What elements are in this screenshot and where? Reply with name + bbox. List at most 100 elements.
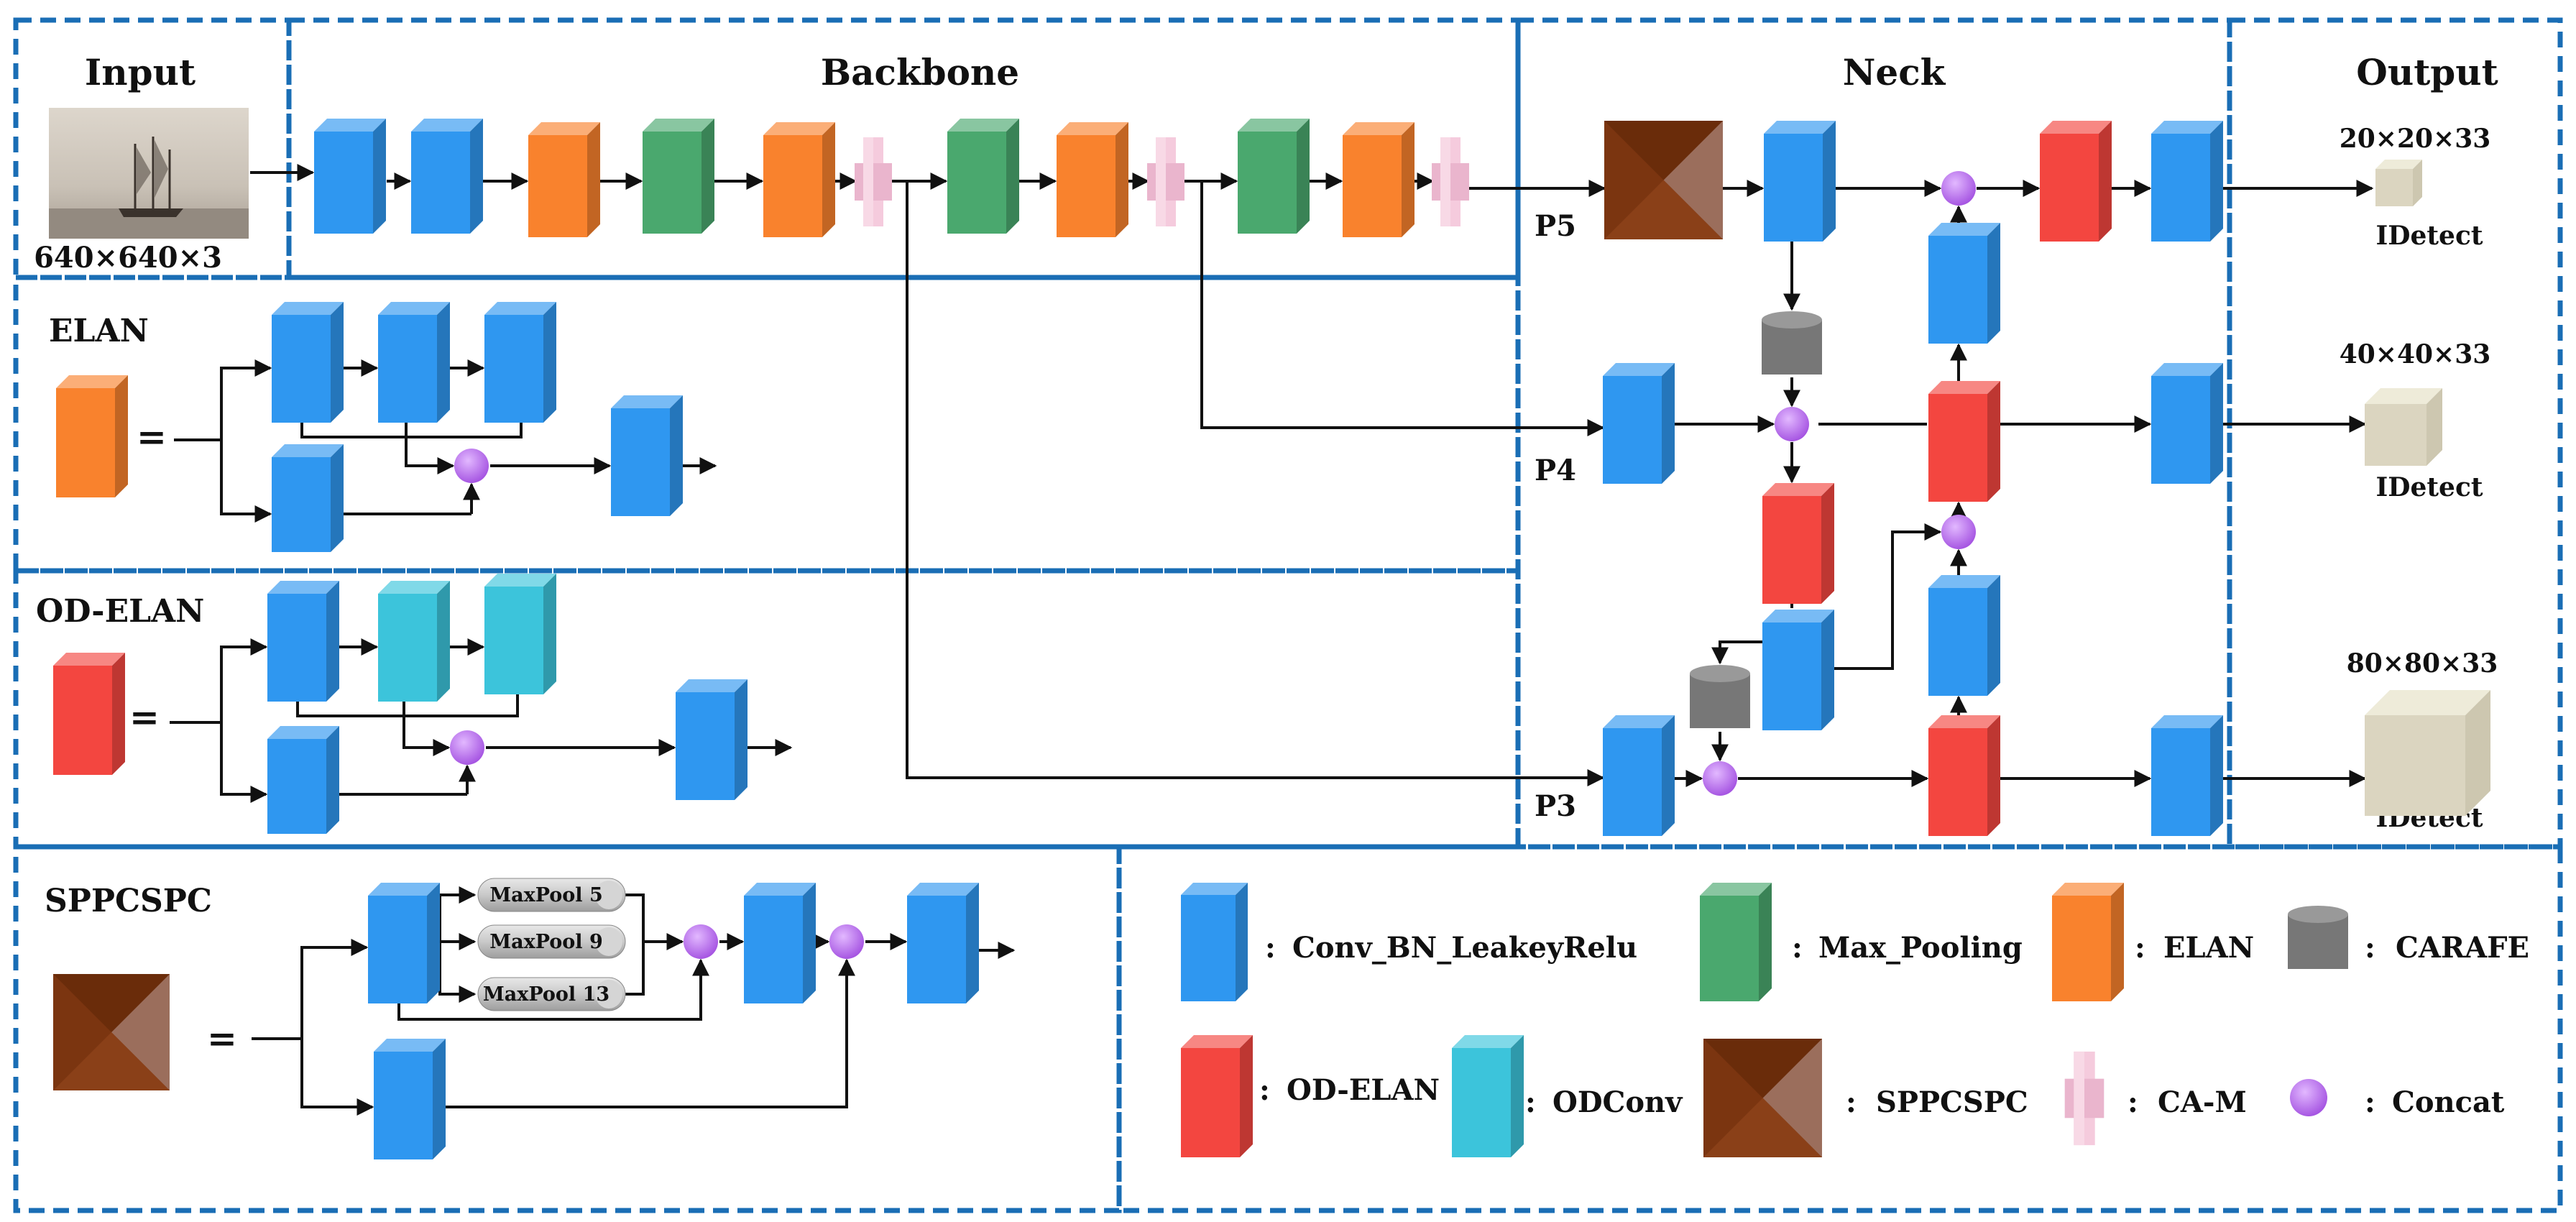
legend: Conv_BN_LeakeyRelu Max_Pooling ELAN CARA…	[1259, 931, 2529, 1119]
legend-concat-icon	[2290, 1079, 2327, 1116]
legend-maxpool-icon	[1700, 883, 1772, 1001]
neck-concat-mid	[1941, 515, 1976, 549]
legend-maxpool-label: Max_Pooling	[1818, 931, 2023, 965]
neck-conv-p3	[1603, 715, 1675, 836]
connector-lines	[170, 164, 2374, 1116]
neck-carafe-1	[1762, 311, 1822, 375]
maxpool-9: MaxPool 9	[477, 924, 626, 959]
neck-carafe-2	[1690, 665, 1750, 728]
edge-spp-pool5	[438, 886, 477, 942]
edge-od-oc1-concat	[402, 702, 451, 756]
sppcspc-conv-3	[744, 883, 816, 1003]
sppcspc-equals: =	[207, 1017, 237, 1060]
backbone-cam-2	[1147, 137, 1184, 226]
legend-sppcspc-label: SPPCSPC	[1876, 1085, 2028, 1119]
neck-conv-up2	[1928, 575, 2000, 696]
neck-od-elan-p4b	[1928, 381, 2000, 502]
backbone-elan-4	[1343, 122, 1414, 237]
neck-conv-down	[1762, 610, 1834, 730]
edge-backbone-p3	[906, 181, 1605, 786]
neck-concat-p3	[1703, 761, 1737, 796]
blocks-layer	[53, 119, 2490, 1159]
neck-concat-p5	[1941, 171, 1976, 206]
backbone-conv-2	[411, 119, 483, 234]
edge-elan-in-top	[174, 359, 272, 441]
neck-od-elan-p3	[1928, 715, 2000, 836]
backbone-conv-1	[314, 119, 386, 234]
neck-sppcspc	[1604, 121, 1723, 239]
legend-odconv-icon	[1452, 1035, 1524, 1157]
maxpool-9-label: MaxPool 9	[489, 931, 603, 953]
legend-conv-label: Conv_BN_LeakeyRelu	[1292, 931, 1637, 965]
od-elan-conv-out	[676, 679, 748, 800]
sppcspc-concat-1	[684, 924, 718, 959]
legend-sep-od-elan: :	[1259, 1073, 1270, 1107]
edge-spp-c2-concat2	[446, 958, 855, 1108]
edge-down-concatmid	[1834, 523, 1942, 670]
elan-conv-3	[484, 302, 556, 423]
legend-elan-icon	[2052, 883, 2124, 1001]
maxpool-layer: MaxPool 5 MaxPool 9 MaxPool 13	[477, 878, 626, 1011]
od-elan-conv-2	[267, 726, 339, 834]
legend-sppcspc-icon	[1703, 1039, 1822, 1157]
edge-conv-carafe2	[1711, 640, 1762, 665]
od-elan-odconv-1	[378, 581, 450, 702]
neck-conv-up1	[1928, 223, 2000, 344]
neck-conv-out2	[2151, 363, 2223, 484]
maxpool-5-label: MaxPool 5	[489, 884, 603, 906]
edge-spp-in-top	[252, 939, 369, 1040]
output-title: Output	[2356, 51, 2498, 93]
neck-od-elan-p4	[1762, 483, 1834, 604]
od-elan-section-border	[13, 568, 1521, 850]
edge-elan-c1-bus	[300, 423, 523, 438]
edge-od-in-bottom	[220, 722, 268, 803]
backbone-maxpool-2	[947, 119, 1019, 234]
edge-od-c1-bus	[296, 694, 519, 717]
edge-spp-c1-concat	[397, 958, 709, 1021]
maxpool-13-label: MaxPool 13	[483, 983, 610, 1006]
neck-title: Neck	[1843, 51, 1946, 93]
legend-odconv-label: ODConv	[1552, 1085, 1683, 1119]
neck-conv-out1	[2151, 121, 2223, 242]
legend-od-elan-label: OD-ELAN	[1287, 1073, 1440, 1107]
output-detect-3	[2365, 690, 2490, 816]
sppcspc-conv-4	[907, 883, 979, 1003]
section-borders	[13, 17, 2563, 1213]
sppcspc-module-title: SPPCSPC	[45, 883, 212, 919]
neck-conv-p4	[1603, 363, 1675, 484]
elan-module-icon	[56, 375, 128, 497]
output-2-head: IDetect	[2375, 472, 2483, 502]
od-elan-concat	[450, 730, 484, 765]
output-1-head: IDetect	[2375, 221, 2483, 251]
legend-cam-icon	[2064, 1051, 2104, 1146]
legend-carafe-icon	[2288, 906, 2348, 969]
legend-concat-label: Concat	[2392, 1085, 2505, 1119]
legend-conv-icon	[1181, 883, 1248, 1001]
p5-label: P5	[1535, 209, 1576, 243]
edge-backbone-p4	[1200, 181, 1605, 436]
elan-conv-out	[611, 395, 683, 516]
legend-sep-odconv: :	[1525, 1085, 1536, 1119]
elan-section-border	[13, 275, 1521, 574]
elan-conv-2	[378, 302, 450, 423]
od-elan-conv-1	[267, 581, 339, 702]
backbone-cam-1	[855, 137, 892, 226]
edge-od-in-top	[170, 638, 268, 724]
legend-sep-carafe: :	[2365, 931, 2375, 965]
input-title: Input	[85, 51, 196, 93]
input-size-label: 640×640×3	[34, 241, 222, 275]
od-elan-equals: =	[129, 696, 160, 738]
sppcspc-conv-1	[368, 883, 440, 1003]
legend-sep-sppcspc: :	[1846, 1085, 1857, 1119]
backbone-maxpool-1	[643, 119, 714, 234]
edge-spp-in-bottom	[300, 1039, 374, 1116]
backbone-title: Backbone	[821, 51, 1019, 93]
neck-od-elan-p5	[2040, 121, 2112, 242]
edge-elan-in-bottom	[220, 440, 272, 523]
input-image	[49, 108, 249, 239]
od-elan-module-title: OD-ELAN	[36, 593, 204, 630]
legend-sep-concat: :	[2365, 1085, 2375, 1119]
backbone-elan-3	[1057, 122, 1128, 237]
maxpool-13: MaxPool 13	[477, 977, 626, 1011]
